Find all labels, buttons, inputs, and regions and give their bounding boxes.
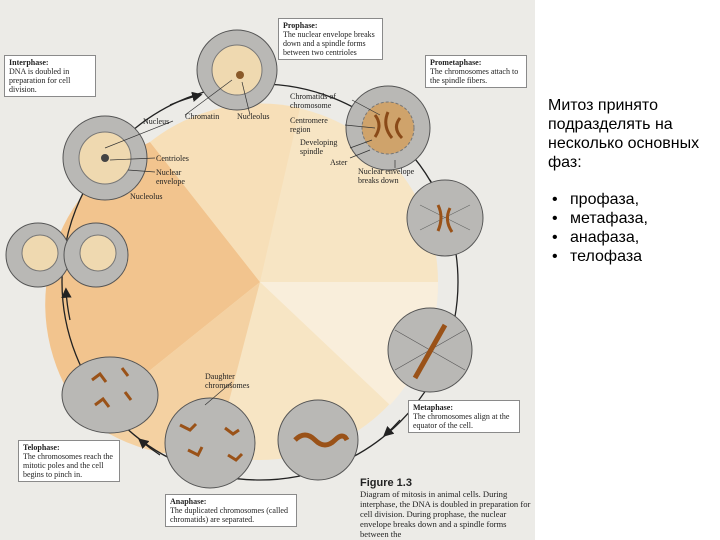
metaphase-cell: [387, 307, 473, 393]
anaphase-box: Anaphase: The duplicated chromosomes (ca…: [165, 494, 297, 527]
label-envelope-breaks: Nuclear envelope breaks down: [358, 167, 415, 185]
label-developing-spindle: Developing spindle: [300, 138, 338, 156]
mitosis-figure: Interphase: DNA is doubled in preparatio…: [0, 0, 535, 540]
anaphase-title: Anaphase:: [170, 497, 207, 506]
prometaphase-cell: [345, 85, 431, 171]
label-nuclear-envelope: Nuclear envelope: [156, 168, 185, 186]
label-centrioles: Centrioles: [156, 154, 189, 163]
telophase-desc: The chromosomes reach the mitotic poles …: [23, 452, 113, 479]
prometaphase-desc: The chromosomes attach to the spindle fi…: [430, 67, 519, 85]
caption-text: Diagram of mitosis in animal cells. Duri…: [360, 489, 531, 539]
early-metaphase-cell: [406, 179, 484, 257]
telophase-cell: [61, 356, 159, 434]
prophase-desc: The nuclear envelope breaks down and a s…: [283, 30, 375, 57]
interphase-box: Interphase: DNA is doubled in preparatio…: [4, 55, 96, 97]
cycle-arrow-1: [169, 91, 203, 106]
label-nucleolus-top: Nucleolus: [237, 112, 270, 121]
interphase-desc: DNA is doubled in preparation for cell d…: [9, 67, 71, 94]
label-lines: [104, 79, 396, 406]
phase-item: телофаза: [548, 247, 716, 266]
telophase-title: Telophase:: [23, 443, 60, 452]
figure-caption: Figure 1.3 Diagram of mitosis in animal …: [360, 477, 535, 540]
label-aster: Aster: [330, 158, 348, 167]
sector-wedge-2: [150, 103, 300, 283]
late-anaphase-cell: [277, 399, 359, 481]
daughter-cells: [5, 222, 129, 288]
phase-item: метафаза,: [548, 209, 716, 228]
side-intro: Митоз принято подразделять на несколько …: [548, 97, 700, 171]
prophase-box: Prophase: The nuclear envelope breaks do…: [278, 18, 383, 60]
anaphase-cell: [164, 397, 256, 489]
phase-item: профаза,: [548, 190, 716, 209]
telophase-box: Telophase: The chromosomes reach the mit…: [18, 440, 120, 482]
anaphase-desc: The duplicated chromosomes (called chrom…: [170, 506, 288, 524]
interphase-title: Interphase:: [9, 58, 49, 67]
label-nucleus: Nucleus: [143, 117, 170, 126]
prophase-title: Prophase:: [283, 21, 318, 30]
label-centromere: Centromere region: [290, 116, 328, 134]
label-daughter: Daughter chromosomes: [205, 372, 250, 390]
phase-list: профаза, метафаза, анафаза, телофаза: [548, 190, 716, 266]
metaphase-title: Metaphase:: [413, 403, 453, 412]
label-chromatids: Chromatids of chromosome: [290, 92, 336, 110]
label-chromatin: Chromatin: [185, 112, 220, 121]
metaphase-desc: The chromosomes align at the equator of …: [413, 412, 510, 430]
caption-title: Figure 1.3: [360, 477, 412, 489]
label-nucleolus: Nucleolus: [130, 192, 163, 201]
mitosis-wheel: [5, 29, 484, 489]
prometaphase-box: Prometaphase: The chromosomes attach to …: [425, 55, 527, 88]
cycle-arrow-5: [61, 287, 72, 321]
cycle-arrow-3: [383, 419, 401, 437]
prometaphase-title: Prometaphase:: [430, 58, 482, 67]
interphase-cell: [62, 115, 148, 201]
sector-wedge-3: [260, 282, 439, 405]
metaphase-box: Metaphase: The chromosomes align at the …: [408, 400, 520, 433]
cycle-arrow-4: [138, 438, 161, 456]
interphase-sector: [45, 142, 261, 420]
phase-item: анафаза,: [548, 228, 716, 247]
prophase-cell: [196, 29, 278, 111]
side-text: Митоз принято подразделять на несколько …: [548, 96, 716, 266]
